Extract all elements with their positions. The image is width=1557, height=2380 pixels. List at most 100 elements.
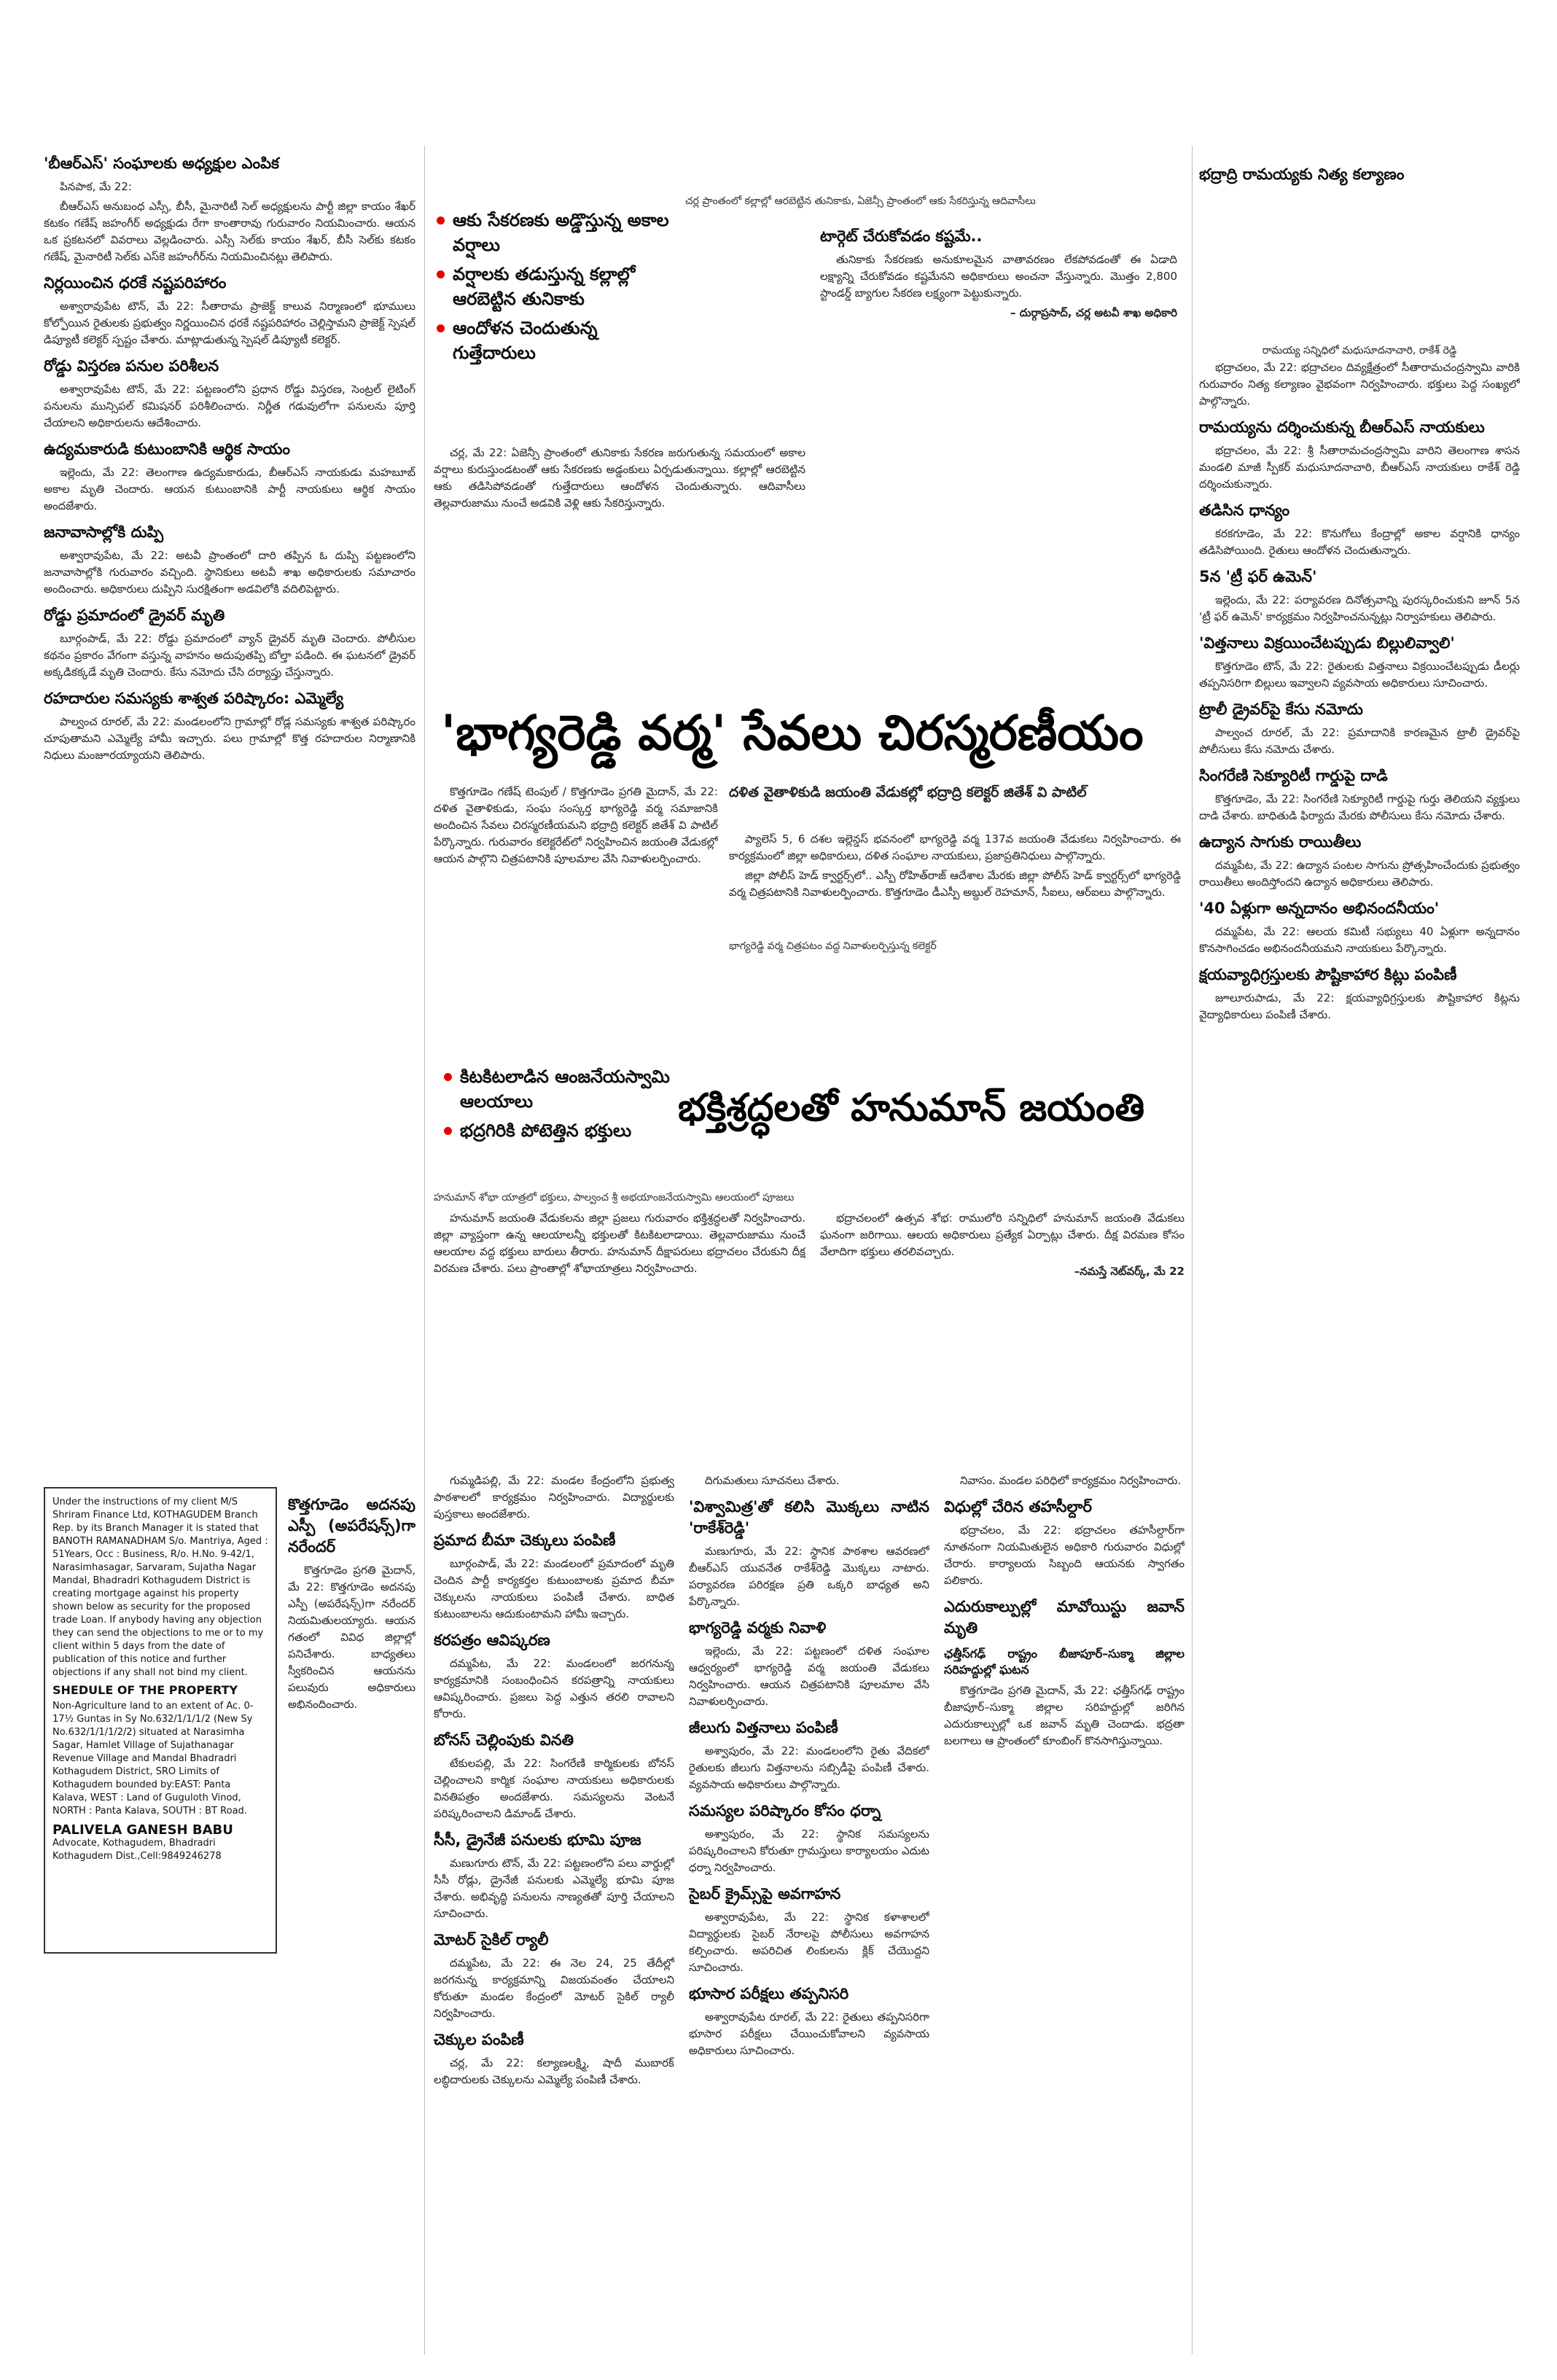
article-body: బీఆర్ఎస్ అనుబంధ ఎస్సీ, బీసీ, మైనారిటీ సె… (44, 200, 415, 263)
article-signature: –నమస్తే నెట్‌వర్క్, మే 22 (1074, 1265, 1185, 1278)
article-headline: ఉద్యాన సాగుకు రాయితీలు (1199, 833, 1362, 851)
article-body: పాల్వంచ రూరల్, మే 22: మండలంలోని గ్రామాల్… (44, 715, 415, 762)
article-body: అశ్వారావుపేట రూరల్, మే 22: రైతులు తప్పని… (689, 2010, 929, 2057)
photo-caption: చర్ల ప్రాంతంలో కల్లాల్లో ఆరబెట్టిన తునిక… (685, 195, 1036, 207)
notice-body: Under the instructions of my client M/S … (52, 1497, 268, 1678)
varma-story-body: కొత్తగూడెం గణేష్ టెంపుల్ / కొత్తగూడెం ప్… (434, 784, 718, 1031)
article-body: దమ్మపేట, మే 22: ఆలయ కమిటీ సభ్యులు 40 ఏళ్… (1199, 925, 1520, 955)
article-headline: కరపత్రం ఆవిష్కరణ (434, 1631, 550, 1649)
article-body: చర్ల, మే 22: కల్యాణలక్ష్మి, షాదీ ముబారక్… (434, 2056, 674, 2086)
column-3: గుమ్మడిపల్లి, మే 22: మండల కేంద్రంలోని ప్… (434, 1472, 674, 2354)
article-body: ఇల్లెందు, మే 22: పట్టణంలో దళిత సంఘాల ఆధ్… (689, 1644, 929, 1708)
varma-story-body-2: ప్యాలెస్ 5, 6 దశల ఇల్లెన్డస్ భవనంలో భాగ్… (729, 831, 1181, 1050)
bullet-item: ఆకు సేకరణకు అడ్డొస్తున్న అకాల వర్షాలు (434, 208, 674, 257)
column-5: నివాసం. మండల పరిధిలో కార్యక్రమం నిర్వహిం… (944, 1472, 1185, 2354)
tendu-story-body: చర్ల, మే 22: ఏజెన్సీ ప్రాంతంలో తునికాకు … (434, 445, 805, 682)
column-1b: కొత్తగూడెం అదనపు ఎస్పీ (అపరేషన్స్)గా నరే… (288, 1487, 415, 1954)
article-body: దిగుమతులు సూచనలు చేశారు. (705, 1474, 840, 1487)
dateline: పినపాక, మే 22: (60, 180, 132, 193)
column-1: 'బీఆర్ఎస్' సంఘాలకు అధ్యక్షుల ఎంపిక పినపా… (44, 146, 415, 1472)
subheadline: దళిత వైతాళికుడి జయంతి వేడుకల్లో భద్రాద్ర… (729, 784, 1087, 800)
article-headline: బోనస్ చెల్లింపుకు వినతి (434, 1731, 574, 1749)
article-body: అశ్వారావుపేట, మే 22: అటవీ ప్రాంతంలో దారి… (44, 549, 415, 596)
article-subheadline: ఛత్తీస్‌గఢ్ రాష్ట్రం బీజాపూర్–సుక్మా జిల… (944, 1647, 1185, 1677)
article-headline: మోటర్ సైకిల్ ర్యాలీ (434, 1931, 549, 1948)
article-body: తునికాకు సేకరణకు అనుకూలమైన వాతావరణం లేకప… (820, 253, 1177, 300)
article-headline: ట్రాలీ డ్రైవర్‌పై కేసు నమోదు (1199, 701, 1363, 718)
column-4: దిగుమతులు సూచనలు చేశారు. 'విశ్వామిత్ర'తో… (689, 1472, 929, 2354)
article-body: బూర్గంపాడ్, మే 22: రోడ్డు ప్రమాదంలో వ్యా… (44, 632, 415, 679)
article-headline: జీలుగు విత్తనాలు పంపిణీ (689, 1719, 838, 1736)
article-headline: చెక్కుల పంపిణీ (434, 2031, 524, 2048)
article-headline: భాగ్యరెడ్డి వర్మకు నివాళి (689, 1619, 827, 1636)
article-headline: రహదారుల సమస్యకు శాశ్వత పరిష్కారం: ఎమ్మెల… (44, 690, 344, 707)
hanuman-story-body-2: భద్రాచలంలో ఉత్సవ శోభ: రాములోరి సన్నిధిలో… (820, 1210, 1185, 1451)
article-body: అశ్వాపురం, మే 22: స్థానిక సమస్యలను పరిష్… (689, 1827, 929, 1874)
article-body: పాల్వంచ రూరల్, మే 22: ప్రమాదానికి కారణమై… (1199, 726, 1520, 756)
article-body: ప్యాలెస్ 5, 6 దశల ఇల్లెన్డస్ భవనంలో భాగ్… (729, 832, 1181, 862)
photo-caption: రామయ్య సన్నిధిలో మధుసూదనాచారి, రాకేశ్ రె… (1262, 345, 1457, 356)
article-headline: ఉద్యమకారుడి కుటుంబానికి ఆర్థిక సాయం (44, 440, 291, 458)
article-headline: భద్రాద్రి రామయ్యకు నిత్య కల్యాణం (1199, 165, 1405, 183)
article-headline: క్షయవ్యాధిగ్రస్తులకు పౌష్టికాహార కిట్లు … (1199, 966, 1457, 983)
article-headline: ప్రమాద బీమా చెక్కులు పంపిణీ (434, 1532, 616, 1549)
article-headline: 'విత్తనాలు విక్రయించేటప్పుడు బిల్లులివ్వ… (1199, 634, 1455, 652)
article-body: కొత్తగూడెం ప్రగతి మైదాన్, మే 22: కొత్తగూ… (288, 1564, 415, 1711)
article-body: భద్రాచలం, మే 22: భద్రాచలం తహసీల్దార్‌గా … (944, 1523, 1185, 1587)
article-headline: రోడ్డు ప్రమాదంలో డ్రైవర్ మృతి (44, 606, 225, 624)
main-headline: భక్తిశ్రద్ధలతో హనుమాన్ జయంతి (678, 1085, 1145, 1130)
article-headline: భూసార పరీక్షలు తప్పనిసరి (689, 1985, 849, 2002)
main-headline: 'భాగ్యరెడ్డి వర్మ' సేవలు చిరస్మరణీయం (441, 704, 1144, 761)
article-body: భద్రాచలం, మే 22: శ్రీ సీతారామచంద్రస్వామి… (1199, 444, 1520, 491)
article-headline: ఎదురుకాల్పుల్లో మావోయిస్టు జవాన్ మృతి (944, 1598, 1185, 1636)
article-body: అశ్వారావుపేట టౌన్, మే 22: పట్టణంలోని ప్ర… (44, 383, 415, 429)
article-signature: – దుర్గాప్రసాద్, చర్ల అటవీ శాఖ అధికారి (1010, 306, 1177, 319)
article-headline: కొత్తగూడెం అదనపు ఎస్పీ (అపరేషన్స్)గా నరే… (288, 1496, 415, 1556)
article-body: దమ్మపేట, మే 22: ఈ నెల 24, 25 తేదీల్లో జర… (434, 1956, 674, 2020)
article-headline: సైబర్ క్రైమ్స్‌పై అవగాహన (689, 1885, 841, 1903)
article-headline: సమస్యల పరిష్కారం కోసం ధర్నా (689, 1802, 881, 1819)
article-body: జూలూరుపాడు, మే 22: క్షయవ్యాధిగ్రస్తులకు … (1199, 991, 1520, 1021)
article-headline: విధుల్లో చేరిన తహసీల్దార్ (944, 1498, 1092, 1515)
article-body: మణుగూరు, మే 22: స్థానిక పాఠశాల ఆవరణలో బీ… (689, 1545, 929, 1608)
advocate-name: PALIVELA GANESH BABU (52, 1822, 233, 1838)
article-body: భద్రాచలం, మే 22: భద్రాచలం దివ్యక్షేత్రంల… (1199, 361, 1520, 407)
photo-caption: భాగ్యరెడ్డి వర్మ చిత్రపటం వద్ద నివాళులర్… (729, 940, 937, 952)
article-headline: నిర్లయించిన ధరకే నష్టపరిహారం (44, 274, 227, 292)
article-body: నివాసం. మండల పరిధిలో కార్యక్రమం నిర్వహిం… (960, 1474, 1182, 1487)
article-body: ఇల్లెందు, మే 22: పర్యావరణ దినోత్సవాన్ని … (1199, 593, 1520, 623)
legal-notice-box: Under the instructions of my client M/S … (44, 1487, 277, 1954)
article-body: భద్రాచలంలో ఉత్సవ శోభ: రాములోరి సన్నిధిలో… (820, 1212, 1185, 1258)
hanuman-bullets: కిటకిటలాడిన ఆంజనేయస్వామి ఆలయాలు భద్రగిరి… (441, 1064, 682, 1192)
article-body: అశ్వారావుపేట టౌన్, మే 22: సీతారామ ప్రాజె… (44, 300, 415, 346)
article-headline: 5న 'ట్రీ ఫర్ ఉమెన్' (1199, 568, 1317, 585)
article-headline: '40 ఏళ్లుగా అన్నదానం అభినందనీయం' (1199, 900, 1440, 917)
article-body: అశ్వాపురం, మే 22: మండలంలోని రైతు వేదికలో… (689, 1744, 929, 1791)
bullet-list: ఆకు సేకరణకు అడ్డొస్తున్న అకాల వర్షాలు వర… (434, 208, 674, 365)
article-body: బూర్గంపాడ్, మే 22: మండలంలో ప్రమాదంలో మృత… (434, 1557, 674, 1620)
bullet-item: వర్షాలకు తడుస్తున్న కల్లాల్లో ఆరబెట్టిన … (434, 262, 674, 311)
hanuman-story-body: హనుమాన్ జయంతి వేడుకలను జిల్లా ప్రజలు గుర… (434, 1210, 805, 1451)
bullet-item: ఆందోళన చెందుతున్న గుత్తేదారులు (434, 316, 674, 365)
column-6: భద్రాద్రి రామయ్యకు నిత్య కల్యాణం రామయ్య … (1199, 157, 1520, 2351)
article-headline: 'విశ్వామిత్ర'తో కలిసి మొక్కలు నాటిన 'రాక… (689, 1498, 929, 1537)
article-body: మణుగూరు టౌన్, మే 22: పట్టణంలోని పలు వార్… (434, 1857, 674, 1920)
photo-caption: హనుమాన్ శోభా యాత్రలో భక్తులు, పాల్వంచ శ్… (434, 1192, 795, 1203)
bullet-item: కిటకిటలాడిన ఆంజనేయస్వామి ఆలయాలు (441, 1064, 682, 1114)
article-body: కొత్తగూడెం టౌన్, మే 22: రైతులకు విత్తనాల… (1199, 660, 1520, 690)
article-headline: 'బీఆర్ఎస్' సంఘాలకు అధ్యక్షుల ఎంపిక (44, 155, 280, 172)
article-body: హనుమాన్ జయంతి వేడుకలను జిల్లా ప్రజలు గుర… (434, 1212, 805, 1275)
column-divider (1192, 146, 1193, 2354)
advocate-footer: Advocate, Kothagudem, Bhadradri Kothagud… (52, 1838, 222, 1862)
article-body: దమ్మపేట, మే 22: మండలంలో జరగనున్న కార్యక్… (434, 1657, 674, 1720)
bullet-item: భద్రగిరికి పోటెత్తిన భక్తులు (441, 1118, 682, 1143)
notice-schedule: Non-Agriculture land to an extent of Ac.… (52, 1701, 254, 1817)
tendu-story-body-2: టార్గెట్ చేరుకోవడం కష్టమే.. తునికాకు సేక… (820, 219, 1177, 496)
article-headline: రామయ్యను దర్శించుకున్న బీఆర్ఎస్ నాయకులు (1199, 418, 1485, 436)
article-body: అశ్వారావుపేట, మే 22: స్థానిక కళాశాలలో వి… (689, 1911, 929, 1974)
article-body: కరకగూడెం, మే 22: కొనుగోలు కేంద్రాల్లో అక… (1199, 527, 1520, 557)
article-headline: రోడ్డు విస్తరణ పనుల పరిశీలన (44, 357, 219, 375)
article-body: కొత్తగూడెం, మే 22: సింగరేణి సెక్యూరిటీ గ… (1199, 792, 1520, 822)
article-headline: సింగరేణి సెక్యూరిటీ గార్డుపై దాడి (1199, 767, 1388, 784)
article-headline: జనావాసాల్లోకి దుప్పి (44, 523, 164, 541)
